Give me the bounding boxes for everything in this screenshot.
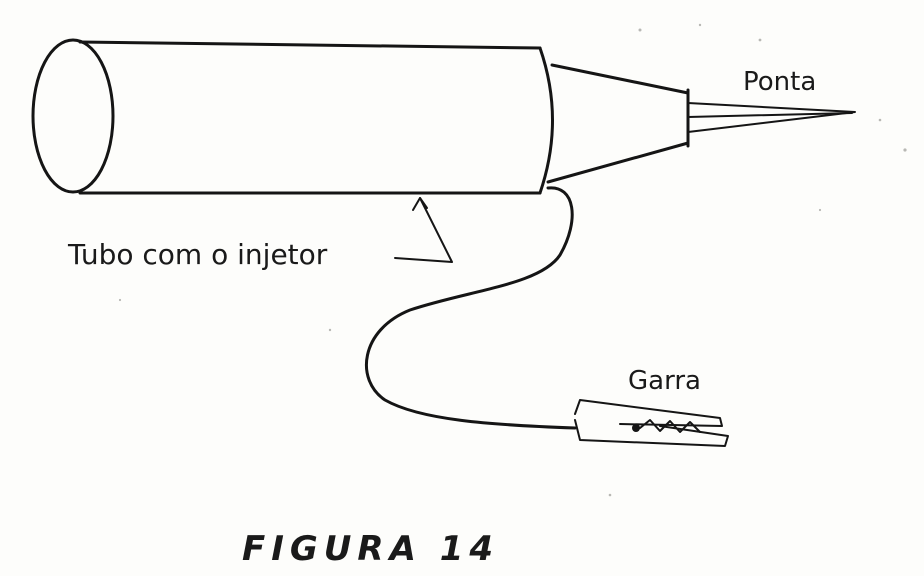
injector-tube bbox=[31, 38, 554, 195]
clip-label: Garra bbox=[628, 366, 701, 396]
tip-label: Ponta bbox=[743, 67, 816, 97]
cone-top-edge bbox=[550, 63, 690, 95]
figure-caption: FIGURA 14 bbox=[242, 529, 499, 569]
tube-label: Tubo com o injetor bbox=[67, 238, 328, 271]
probe-needle bbox=[687, 102, 856, 133]
tube-front-rim bbox=[538, 46, 554, 195]
alligator-clip-icon bbox=[574, 399, 729, 447]
scan-noise bbox=[118, 23, 907, 497]
cone-bottom-edge bbox=[546, 141, 690, 184]
pointer-arrowhead bbox=[412, 197, 428, 211]
clip-lower-jaw bbox=[574, 419, 729, 447]
clip-teeth bbox=[639, 419, 701, 433]
tube-label-pointer bbox=[394, 197, 453, 263]
probe-tip-assembly bbox=[546, 63, 856, 184]
clip-pivot bbox=[632, 424, 640, 432]
probe-needle-center bbox=[687, 112, 853, 118]
tube-top-edge bbox=[78, 40, 542, 50]
pointer-line bbox=[394, 197, 453, 263]
tube-end-cap bbox=[31, 38, 115, 194]
connection-wire bbox=[364, 186, 577, 430]
